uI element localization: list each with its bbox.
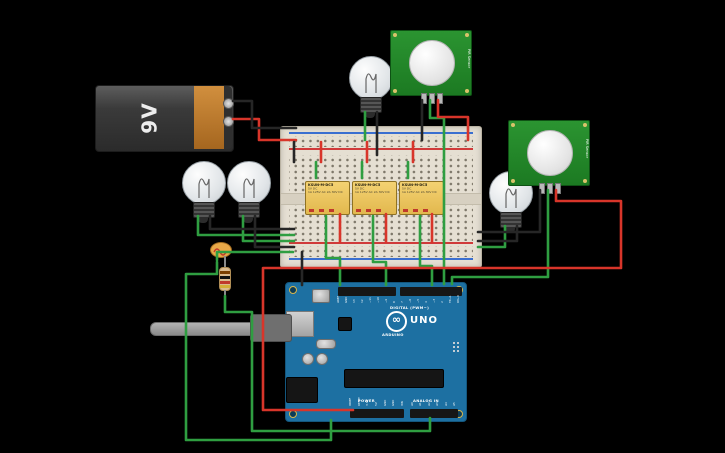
resistor-lead[interactable] <box>224 262 226 268</box>
arduino-logo-icon: ∞ <box>386 311 407 332</box>
relay-rating: 5V DC <box>402 187 412 191</box>
battery-terminal-positive[interactable] <box>223 116 234 127</box>
rail-positive-line-bottom <box>289 242 473 244</box>
wire-green-bulb-left2[interactable] <box>241 214 296 243</box>
pir-sensor-2[interactable]: PIR Sensor <box>508 120 590 194</box>
relay-rating: 5V DC <box>308 187 318 191</box>
usb-plug[interactable] <box>250 314 292 342</box>
pir-pin-out[interactable] <box>547 183 553 194</box>
rail-top-holes[interactable] <box>289 136 473 147</box>
bulb-glass <box>349 56 393 100</box>
digital-header-right[interactable] <box>400 287 462 296</box>
digital-pwm-label: DIGITAL (PWM~) <box>390 306 430 311</box>
relay-rating: 1A 125V AC 2A 30V DC <box>355 190 390 195</box>
relay-rating: 1A 125V AC 2A 30V DC <box>308 190 343 195</box>
bulb-filament <box>198 178 210 198</box>
relay-module-1[interactable]: KSUN-M-DC5 5V DC 1A 125V AC 2A 30V DC <box>305 181 350 215</box>
bulb-tip <box>243 217 253 223</box>
relay-title: KSUN-M-DC5 <box>355 183 381 187</box>
wire-green-ldr-rail[interactable] <box>215 250 295 262</box>
pir-dome <box>409 40 455 86</box>
wire-green-ldr-analog[interactable] <box>223 294 432 433</box>
relay-module-2[interactable]: KSUN-M-DC5 5V DC 1A 125V AC 2A 30V DC <box>352 181 397 215</box>
resistor[interactable] <box>219 262 231 298</box>
wire-green-bulb-right[interactable] <box>476 224 507 249</box>
resistor-band <box>220 276 230 279</box>
atmega-chip <box>344 369 444 388</box>
relay-title: KSUN-M-DC5 <box>308 183 334 187</box>
bulb-tip <box>198 217 208 223</box>
digital-header-left[interactable] <box>338 287 396 296</box>
bulb-filament <box>505 188 517 208</box>
mounting-hole <box>289 286 297 294</box>
power-label: POWER <box>358 399 375 404</box>
wire-green-relay1-signal[interactable] <box>324 214 342 287</box>
reset-button[interactable] <box>312 289 330 303</box>
bulb-filament <box>243 178 255 198</box>
wire-green-pir1-out[interactable] <box>428 98 446 286</box>
lightbulb-left-2[interactable] <box>227 161 271 227</box>
wire-black-bulb-right[interactable] <box>476 224 519 243</box>
brand-label: ARDUINO <box>382 333 404 338</box>
rail-bottom-holes[interactable] <box>289 246 473 257</box>
rail-positive-line <box>289 148 473 150</box>
wire-red-pir1-vcc[interactable] <box>436 98 470 142</box>
wire-black-pir2-gnd[interactable] <box>476 188 542 234</box>
ldr-leg[interactable] <box>224 256 226 264</box>
icsp-header[interactable] <box>452 341 460 352</box>
battery-copper-band <box>194 86 224 149</box>
wire-green-bulb-left1[interactable] <box>196 214 296 237</box>
capacitor <box>302 353 314 365</box>
relay-contact-marks <box>356 209 381 212</box>
relay-contact-marks <box>403 209 428 212</box>
bulb-glass <box>227 161 271 205</box>
wire-black-bulb-left1[interactable] <box>208 214 296 231</box>
resistor-band <box>220 285 230 288</box>
pir-pin-gnd[interactable] <box>421 93 427 104</box>
rail-negative-line-bottom <box>289 258 473 260</box>
wire-green-gnd-loop[interactable] <box>184 260 333 442</box>
relay-module-3[interactable]: KSUN-M-DC5 5V DC 1A 125V AC 2A 30V DC <box>399 181 444 215</box>
pir-sensor-1[interactable]: PIR Sensor <box>390 30 472 104</box>
relay-rating: 5V DC <box>355 187 365 191</box>
lightbulb-left-1[interactable] <box>182 161 226 227</box>
pir-pin-vcc[interactable] <box>555 183 561 194</box>
bulb-tip <box>365 112 375 118</box>
bulb-filament <box>365 73 377 93</box>
wire-black-battery-rail[interactable] <box>231 99 298 130</box>
relay-contact-marks <box>309 209 334 212</box>
bulb-glass <box>182 161 226 205</box>
relay-rating: 1A 125V AC 2A 30V DC <box>402 190 437 195</box>
pir-pin-gnd[interactable] <box>539 183 545 194</box>
wire-black-bulb-left2[interactable] <box>253 214 296 249</box>
lightbulb-top[interactable] <box>349 56 393 122</box>
capacitor <box>316 353 328 365</box>
wire-green-relay3-signal[interactable] <box>418 214 434 287</box>
wire-green-relay2-signal[interactable] <box>371 214 388 287</box>
model-label: UNO <box>410 315 438 326</box>
pir-dome <box>527 130 573 176</box>
pir-pin-out[interactable] <box>429 93 435 104</box>
wire-red-pir2-5v-loop[interactable] <box>261 188 623 412</box>
analog-header[interactable] <box>410 409 458 418</box>
usb-interface-chip <box>338 317 352 331</box>
bulb-tip <box>505 227 515 233</box>
relay-title: KSUN-M-DC5 <box>402 183 428 187</box>
resistor-band <box>220 271 230 274</box>
battery-9v[interactable]: 9V <box>95 85 234 152</box>
wire-red-battery-rail[interactable] <box>231 117 298 142</box>
resistor-lead[interactable] <box>224 290 226 298</box>
resistor-band <box>220 281 230 284</box>
power-header[interactable] <box>350 409 404 418</box>
analog-in-label: ANALOG IN <box>413 399 439 404</box>
battery-terminal-negative[interactable] <box>223 98 234 109</box>
wire-green-pir2-out[interactable] <box>450 188 550 286</box>
barrel-jack[interactable] <box>286 377 318 403</box>
crystal-oscillator <box>316 339 336 349</box>
rail-negative-line <box>289 132 473 134</box>
pir-pin-vcc[interactable] <box>437 93 443 104</box>
